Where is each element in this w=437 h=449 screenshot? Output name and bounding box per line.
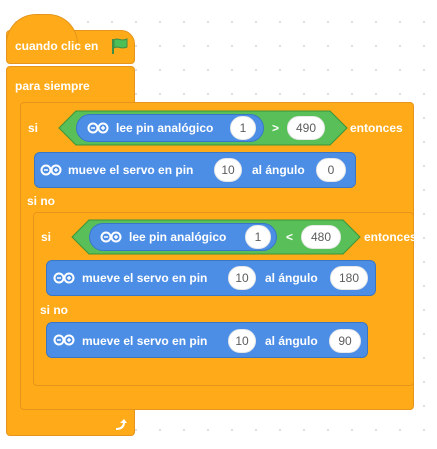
arduino-extension-icon bbox=[53, 334, 75, 346]
if-label-1: si bbox=[28, 121, 39, 135]
read-analog-pin-label-2: lee pin analógico bbox=[129, 230, 227, 244]
greater-than-operator: > bbox=[272, 121, 280, 135]
forever-label: para siempre bbox=[15, 79, 90, 93]
analog-pin-input-2[interactable]: 1 bbox=[245, 225, 271, 249]
threshold-input-1[interactable]: 490 bbox=[287, 116, 325, 140]
servo-angle-input-1[interactable]: 0 bbox=[316, 158, 346, 182]
arduino-extension-icon bbox=[53, 272, 75, 284]
if-label-2: si bbox=[41, 230, 52, 244]
servo-angle-input-3[interactable]: 90 bbox=[329, 329, 361, 353]
move-servo-block-2[interactable] bbox=[46, 260, 376, 296]
arduino-extension-icon bbox=[87, 122, 109, 134]
move-servo-label-2: mueve el servo en pin bbox=[82, 271, 208, 285]
move-servo-label-1: mueve el servo en pin bbox=[68, 163, 194, 177]
angle-label-1: al ángulo bbox=[252, 163, 305, 177]
move-servo-block-1[interactable] bbox=[34, 152, 356, 188]
less-than-operator: < bbox=[286, 230, 294, 244]
then-label-1: entonces bbox=[350, 121, 403, 135]
angle-label-3: al ángulo bbox=[265, 334, 318, 348]
green-flag-icon bbox=[112, 38, 128, 54]
servo-pin-input-1[interactable]: 10 bbox=[214, 158, 242, 182]
else-label-2: si no bbox=[40, 303, 69, 317]
angle-label-2: al ángulo bbox=[265, 271, 318, 285]
read-analog-pin-label-1: lee pin analógico bbox=[116, 121, 214, 135]
servo-pin-input-3[interactable]: 10 bbox=[228, 329, 256, 353]
else-label-1: si no bbox=[27, 194, 56, 208]
then-label-2: entonces bbox=[364, 230, 417, 244]
servo-angle-input-2[interactable]: 180 bbox=[330, 266, 368, 290]
arduino-extension-icon bbox=[40, 164, 62, 176]
loop-arrow-icon bbox=[115, 419, 127, 430]
hat-cap bbox=[6, 14, 78, 44]
move-servo-block-3[interactable] bbox=[46, 322, 368, 358]
arduino-extension-icon bbox=[100, 231, 122, 243]
servo-pin-input-2[interactable]: 10 bbox=[228, 266, 256, 290]
analog-pin-input-1[interactable]: 1 bbox=[230, 116, 256, 140]
threshold-input-2[interactable]: 480 bbox=[301, 225, 341, 249]
when-flag-clicked-label: cuando clic en bbox=[15, 39, 99, 53]
move-servo-label-3: mueve el servo en pin bbox=[82, 334, 208, 348]
